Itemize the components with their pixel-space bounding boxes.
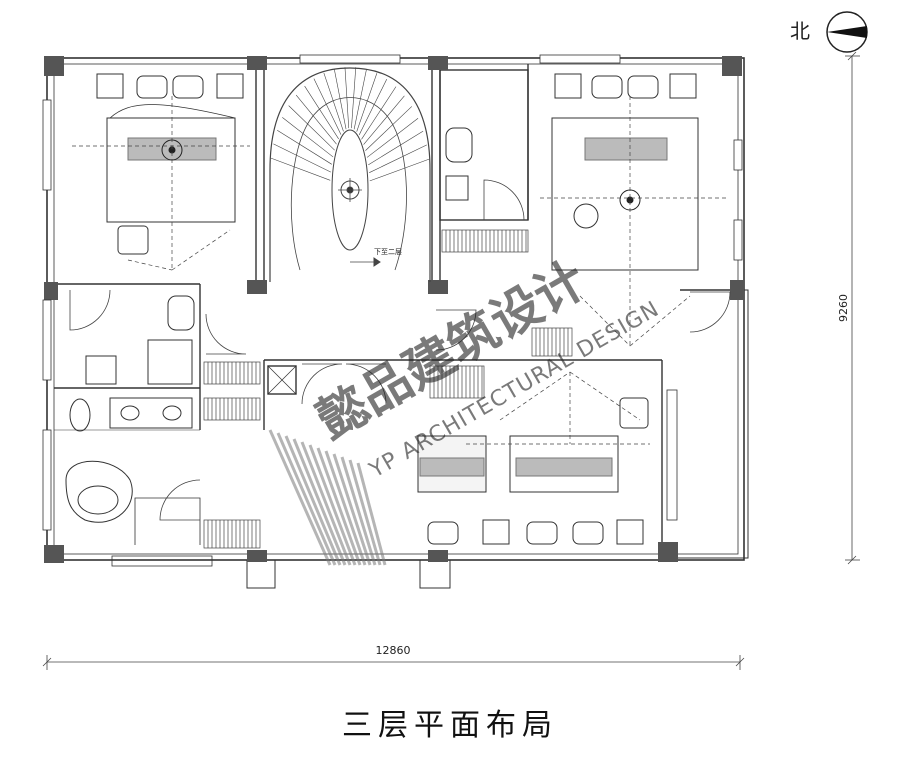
bathroom-fixtures: [65, 127, 473, 545]
bed-lower-double: [417, 435, 619, 493]
dashed-axis-lines: [72, 96, 726, 445]
stair-steps: [203, 229, 573, 549]
dimension-height-label: 9260: [837, 294, 850, 322]
north-label: 北: [790, 19, 810, 43]
dimension-vertical: [845, 51, 860, 565]
structural-columns: [44, 56, 744, 563]
watermark-logo: [268, 429, 387, 566]
door-swings: [69, 179, 731, 521]
furniture-chairs: [96, 73, 697, 545]
windows: [42, 54, 743, 531]
dimension-horizontal: [42, 655, 745, 670]
north-arrow: 北: [790, 11, 868, 53]
bed-upper-right: [551, 117, 699, 271]
dimension-width-label: 12860: [376, 644, 411, 657]
ceiling-lights: [161, 139, 641, 211]
bed-upper-left: [106, 104, 236, 223]
page-title: 三层平面布局: [342, 708, 558, 743]
interior-walls: [54, 64, 738, 558]
spiral-staircase: [269, 67, 431, 282]
north-arrow-pointer: [827, 26, 867, 38]
stair-direction-note: 下至二层: [374, 248, 402, 256]
